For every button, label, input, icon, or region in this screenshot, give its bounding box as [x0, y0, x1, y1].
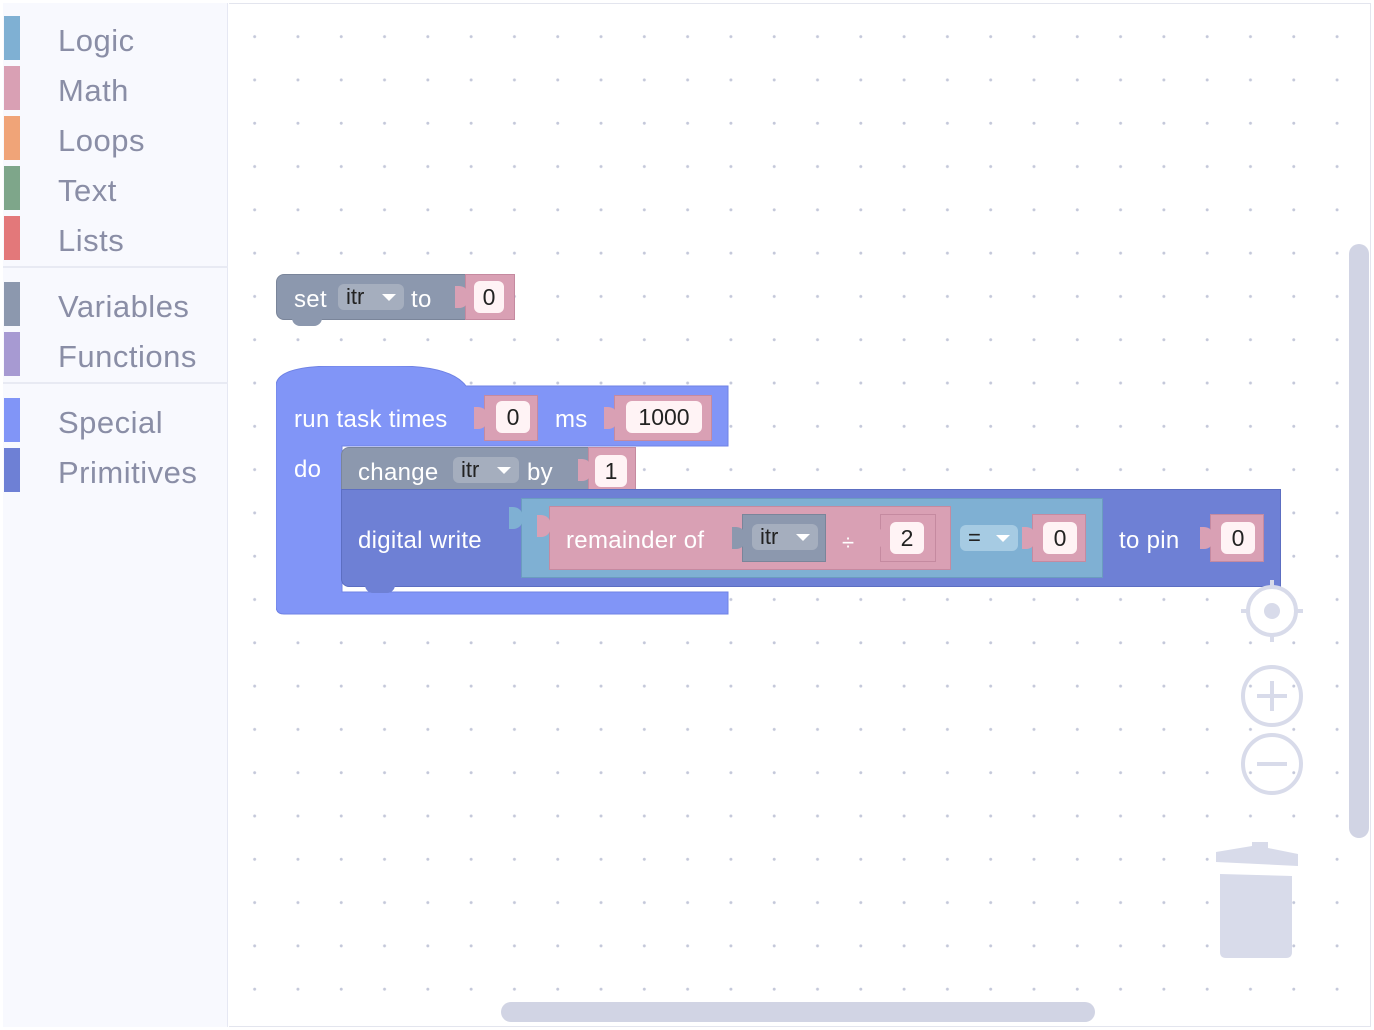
zoom-in-icon: [1241, 665, 1303, 727]
special-swatch: [4, 398, 20, 442]
input-connector: [1200, 527, 1214, 549]
next-connector: [292, 318, 322, 326]
trash-can[interactable]: [1212, 842, 1302, 960]
category-primitives[interactable]: Primitives: [3, 445, 228, 495]
toolbox: Logic Math Loops Text Lists Variables Fu…: [3, 3, 228, 1027]
input-connector: [509, 507, 523, 529]
loops-swatch: [4, 116, 20, 160]
functions-swatch: [4, 332, 20, 376]
input-connector: [474, 407, 488, 429]
input-connector: [578, 459, 592, 481]
change-variable-block[interactable]: change itr by 1: [341, 447, 636, 493]
ms-field[interactable]: 1000: [626, 401, 702, 433]
category-label: Text: [58, 173, 117, 208]
category-math[interactable]: Math: [3, 63, 228, 113]
next-connector: [365, 585, 395, 593]
toolbox-separator: [3, 382, 228, 384]
variable-dropdown[interactable]: itr: [752, 524, 818, 550]
input-connector: [455, 286, 469, 308]
category-label: Logic: [58, 23, 135, 58]
times-field[interactable]: 0: [496, 401, 530, 433]
divisor-field[interactable]: 2: [890, 522, 924, 554]
variable-name: itr: [760, 524, 779, 549]
operator-dropdown[interactable]: =: [960, 525, 1018, 551]
category-label: Loops: [58, 123, 145, 158]
number-field[interactable]: 0: [474, 281, 504, 313]
to-label: to: [411, 286, 432, 313]
variables-swatch: [4, 282, 20, 326]
pin-field[interactable]: 0: [1221, 522, 1255, 554]
do-label: do: [294, 456, 322, 483]
toolbox-separator: [3, 266, 228, 268]
lists-swatch: [4, 216, 20, 260]
category-logic[interactable]: Logic: [3, 13, 228, 63]
toolbox-group-special: Special Primitives: [3, 395, 228, 495]
category-variables[interactable]: Variables: [3, 279, 228, 329]
run-task-label: run task times: [294, 406, 448, 433]
horizontal-scrollbar[interactable]: [501, 1002, 1095, 1022]
variable-dropdown[interactable]: itr: [453, 457, 519, 483]
toolbox-group-core: Logic Math Loops Text Lists: [3, 13, 228, 263]
set-variable-block[interactable]: set itr to 0: [276, 274, 515, 326]
by-field[interactable]: 1: [595, 455, 627, 487]
category-label: Math: [58, 73, 129, 108]
text-swatch: [4, 166, 20, 210]
divide-operator: ÷: [842, 530, 855, 555]
change-label: change: [358, 459, 439, 486]
toolbox-group-vars: Variables Functions: [3, 279, 228, 379]
zoom-out-icon: [1241, 733, 1303, 795]
zoom-in-button[interactable]: [1239, 664, 1305, 730]
chevron-down-icon: [996, 535, 1010, 542]
to-pin-label: to pin: [1119, 527, 1180, 554]
vertical-scrollbar[interactable]: [1349, 244, 1369, 838]
variable-name: itr: [461, 457, 480, 482]
ms-label: ms: [555, 406, 588, 433]
category-special[interactable]: Special: [3, 395, 228, 445]
input-connector: [537, 515, 551, 537]
category-label: Functions: [58, 339, 197, 374]
input-connector: [732, 527, 746, 549]
digital-write-block[interactable]: digital write remainder of itr ÷ 2 = 0 t…: [341, 489, 1281, 593]
digital-write-label: digital write: [358, 527, 482, 554]
math-swatch: [4, 66, 20, 110]
by-label: by: [527, 459, 553, 486]
crosshair-icon: [1241, 580, 1303, 642]
category-label: Lists: [58, 223, 125, 258]
category-lists[interactable]: Lists: [3, 213, 228, 263]
operator-value: =: [968, 525, 981, 550]
recenter-button[interactable]: [1238, 578, 1306, 646]
chevron-down-icon: [382, 294, 396, 301]
primitives-swatch: [4, 448, 20, 492]
category-loops[interactable]: Loops: [3, 113, 228, 163]
category-label: Special: [58, 405, 164, 440]
category-text[interactable]: Text: [3, 163, 228, 213]
remainder-label: remainder of: [566, 527, 705, 554]
category-label: Variables: [58, 289, 190, 324]
logic-swatch: [4, 16, 20, 60]
chevron-down-icon: [796, 534, 810, 541]
set-label: set: [294, 286, 327, 313]
input-connector: [870, 527, 884, 549]
input-connector: [604, 407, 618, 429]
variable-name: itr: [346, 284, 365, 309]
input-connector: [1022, 527, 1036, 549]
category-functions[interactable]: Functions: [3, 329, 228, 379]
trash-icon: [1216, 842, 1298, 958]
compare-field[interactable]: 0: [1043, 522, 1077, 554]
variable-dropdown[interactable]: itr: [338, 284, 404, 310]
zoom-out-button[interactable]: [1239, 732, 1305, 798]
chevron-down-icon: [497, 467, 511, 474]
category-label: Primitives: [58, 455, 198, 490]
run-task-block[interactable]: run task times 0 ms 1000 do: [276, 366, 730, 616]
